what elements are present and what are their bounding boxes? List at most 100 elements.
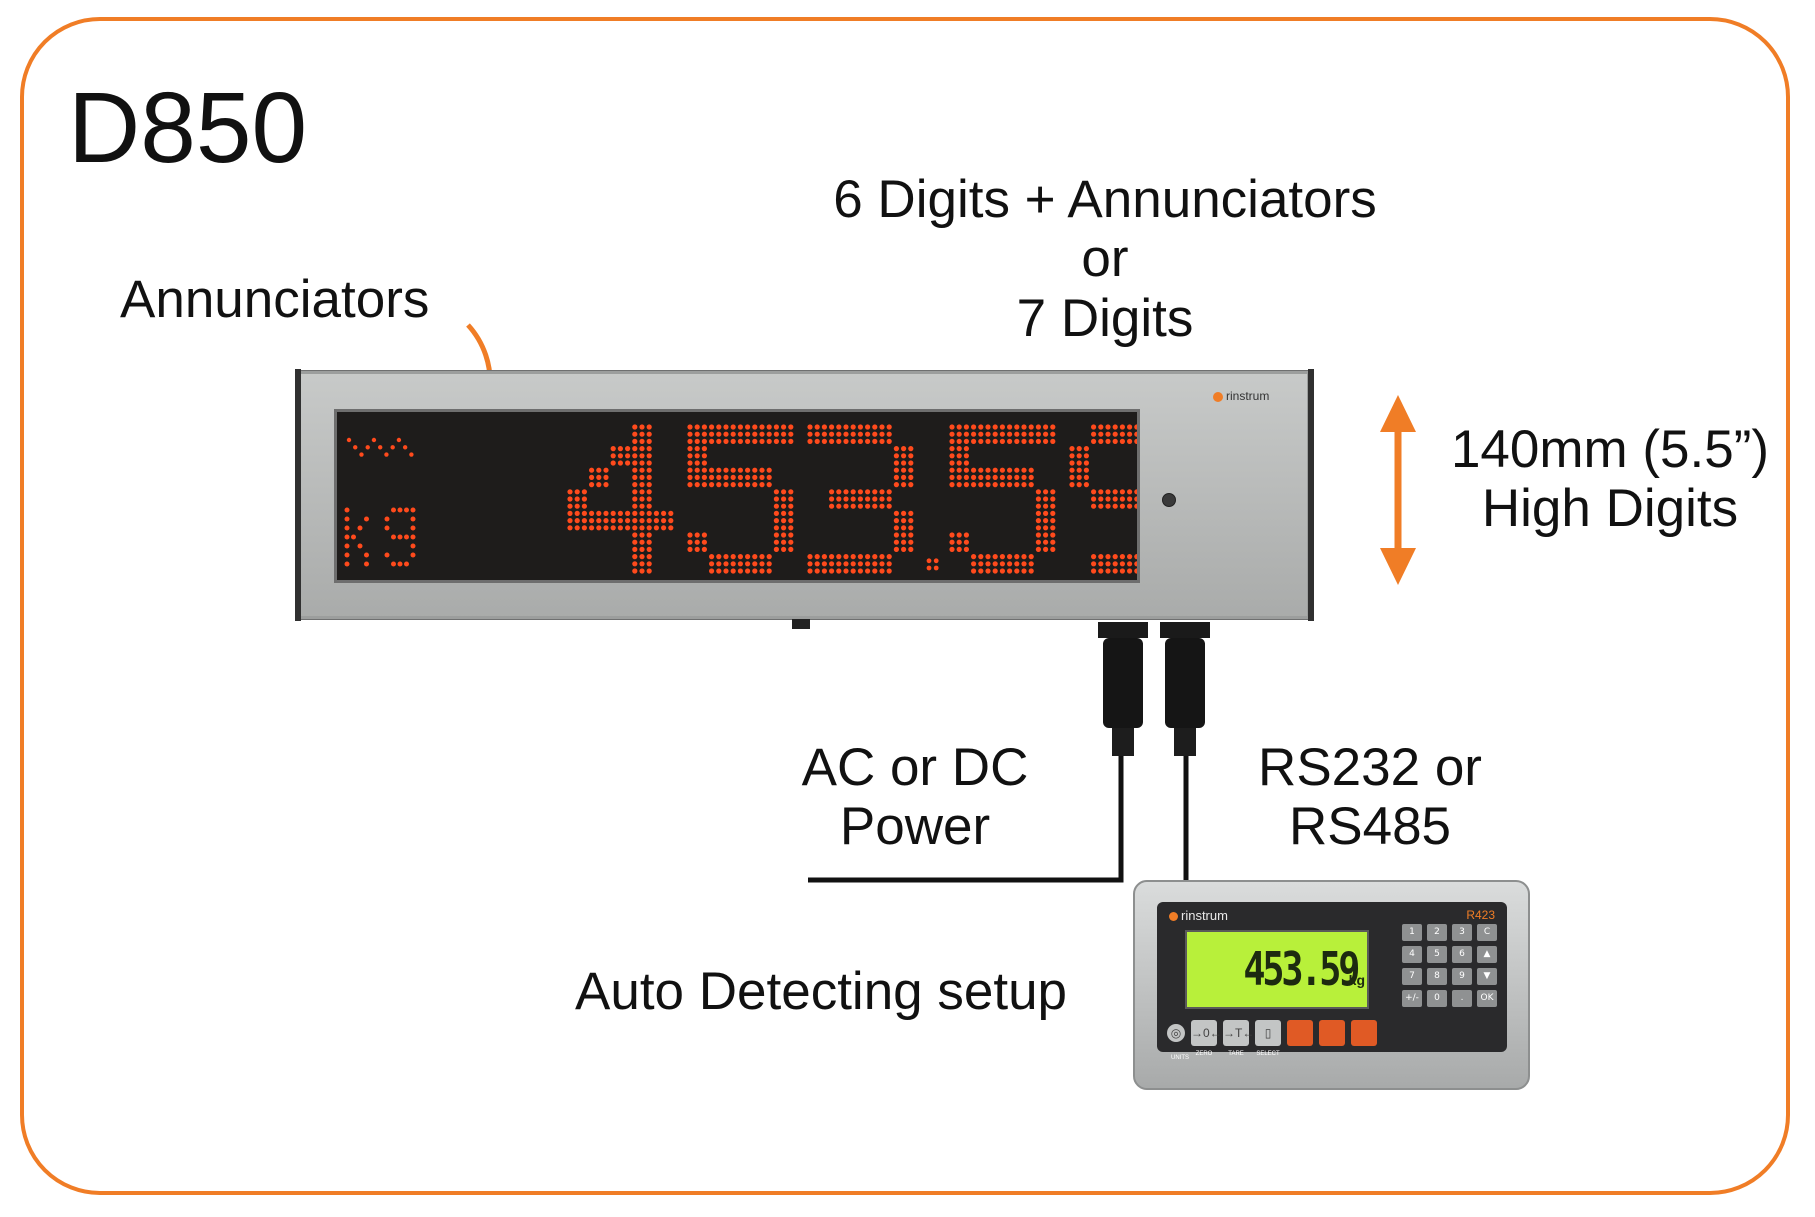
digits-line-3: 7 Digits — [1016, 288, 1194, 348]
keypad-key[interactable]: 3 — [1452, 924, 1472, 941]
led-digit-dot — [1050, 438, 1056, 444]
function-key[interactable]: →0←ZERO — [1191, 1020, 1222, 1057]
led-digit-dot — [1098, 424, 1104, 430]
led-digit-dot — [963, 546, 970, 552]
led-digit-dot — [773, 431, 779, 437]
led-annunciator-dot — [396, 437, 402, 443]
led-digit-dot — [701, 453, 707, 459]
led-digit-dot — [745, 561, 751, 567]
led-digit-dot — [646, 539, 652, 545]
keypad-key[interactable]: 9 — [1452, 968, 1472, 985]
comm-line-2: RS485 — [1288, 797, 1452, 857]
led-digit-dot — [653, 525, 659, 531]
function-key[interactable]: ▯SELECT — [1255, 1020, 1281, 1057]
keypad-key[interactable]: 8 — [1427, 968, 1447, 985]
right-endcap — [1308, 369, 1314, 621]
led-digit-dot — [865, 503, 871, 509]
keypad-key[interactable]: ▼ — [1477, 968, 1497, 985]
led-digit-dot — [759, 424, 765, 430]
keypad-key[interactable]: ▲ — [1477, 946, 1497, 963]
led-digit-dot — [752, 568, 758, 574]
led-digit-dot — [1119, 561, 1125, 567]
led-digit-dot — [971, 568, 977, 574]
led-digit-dot — [596, 510, 602, 516]
keypad-key[interactable]: 0 — [1427, 990, 1447, 1007]
keypad-key[interactable]: 2 — [1427, 924, 1447, 941]
keypad-key[interactable]: +/- — [1402, 990, 1422, 1007]
keypad-key[interactable]: 5 — [1427, 946, 1447, 963]
keypad-key[interactable]: 4 — [1402, 946, 1422, 963]
led-digit-dot — [788, 510, 794, 516]
led-digit-dot — [949, 539, 955, 545]
led-digit-dot — [893, 546, 900, 552]
led-digit-dot — [1007, 561, 1013, 567]
led-digit-dot — [694, 453, 700, 459]
led-digit-dot — [723, 474, 729, 480]
led-digit-dot — [646, 482, 652, 488]
led-digit-dot — [687, 546, 693, 552]
led-digit-dot — [893, 482, 900, 488]
led-digit-dot — [766, 424, 772, 430]
led-digit-dot — [781, 424, 787, 430]
led-digit-dot — [632, 546, 638, 552]
led-digit-dot — [596, 482, 602, 488]
led-digit-dot — [893, 453, 900, 459]
led-digit-dot — [596, 518, 602, 524]
led-digit-dot — [1007, 482, 1013, 488]
function-key[interactable] — [1319, 1020, 1345, 1046]
led-digit-dot — [788, 431, 794, 437]
led-annunciator-dot — [402, 445, 408, 450]
led-unit-dot — [410, 534, 416, 540]
led-unit-dot — [391, 561, 396, 567]
power-line-1: AC or DC — [801, 738, 1029, 797]
led-digit-dot — [857, 554, 864, 560]
keypad-key[interactable]: C — [1477, 924, 1497, 941]
led-decimal-dot — [933, 558, 939, 564]
keypad-key[interactable]: 7 — [1402, 968, 1422, 985]
led-digit-dot — [1007, 438, 1013, 444]
led-digit-dot — [1043, 510, 1049, 516]
keypad-key[interactable]: 6 — [1452, 946, 1472, 963]
led-digit-dot — [956, 546, 962, 552]
led-digit-dot — [1021, 568, 1027, 574]
led-digit-dot — [843, 496, 849, 502]
led-digit-dot — [857, 424, 864, 430]
led-digit-dot — [829, 424, 835, 430]
led-digit-dot — [1043, 503, 1049, 509]
led-unit-dot — [344, 543, 350, 549]
led-digit-dot — [985, 568, 991, 574]
led-digit-dot — [1127, 424, 1133, 430]
led-digit-dot — [596, 467, 602, 473]
led-digit-dot — [752, 467, 758, 473]
led-digit-dot — [1050, 546, 1056, 552]
function-key[interactable]: →T←TARE — [1223, 1020, 1254, 1057]
led-digit-dot — [1098, 503, 1104, 509]
led-digit-dot — [1035, 496, 1041, 502]
keypad-key[interactable]: OK — [1477, 990, 1497, 1007]
led-annunciator-dot — [371, 437, 377, 443]
function-key[interactable]: ◎UNITS — [1167, 1024, 1189, 1061]
led-digit-dot — [857, 438, 864, 444]
led-digit-dot — [901, 460, 907, 466]
led-digit-dot — [865, 431, 871, 437]
led-digit-dot — [963, 446, 970, 452]
function-key[interactable] — [1287, 1020, 1313, 1046]
led-digit-dot — [1043, 546, 1049, 552]
led-digit-dot — [781, 532, 787, 538]
led-digit-dot — [1134, 503, 1137, 509]
led-digit-dot — [701, 424, 707, 430]
led-digit-dot — [687, 460, 693, 466]
led-digit-dot — [956, 431, 962, 437]
led-digit-dot — [788, 438, 794, 444]
led-digit-dot — [971, 467, 977, 473]
led-digit-dot — [639, 561, 645, 567]
led-digit-dot — [1091, 561, 1097, 567]
led-digit-dot — [886, 489, 892, 495]
led-digit-dot — [574, 503, 580, 509]
function-key[interactable] — [1351, 1020, 1377, 1046]
led-digit-dot — [1134, 496, 1137, 502]
keypad-key[interactable]: 1 — [1402, 924, 1422, 941]
led-digit-dot — [646, 453, 652, 459]
led-digit-dot — [829, 503, 835, 509]
keypad-key[interactable]: . — [1452, 990, 1472, 1007]
